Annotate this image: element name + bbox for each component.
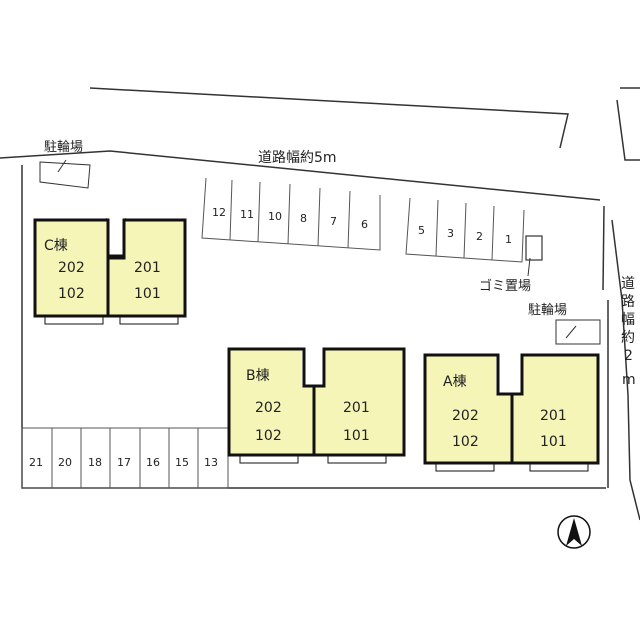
stall-17: 17: [117, 456, 131, 469]
stall-11: 11: [240, 208, 254, 221]
stall-2: 2: [476, 230, 483, 243]
road-far-edge: [89, 87, 569, 149]
leader-line: [565, 325, 577, 339]
unit: 102: [255, 428, 282, 444]
parking-bottom: [21, 427, 229, 489]
unit: 101: [343, 428, 370, 444]
garbage-label: ゴミ置場: [479, 278, 531, 294]
stall-10: 10: [268, 210, 282, 223]
parking-top-left: [201, 177, 381, 251]
building-a-name: A棟: [443, 374, 467, 390]
unit: 102: [58, 286, 85, 302]
bicycle-parking-nw: [39, 161, 91, 189]
site-east-edge-upper: [602, 205, 605, 291]
building-a: A棟 202 102 201 101: [423, 350, 600, 472]
road-near-edge: [0, 150, 601, 201]
unit: 201: [343, 400, 370, 416]
road-right-char: 道: [621, 276, 635, 292]
bicycle-parking-nw-label: 駐輪場: [44, 139, 83, 155]
bicycle-parking-e-label: 駐輪場: [528, 302, 567, 318]
unit: 101: [134, 286, 161, 302]
parking-top-right: [405, 197, 525, 263]
road-right-char: 幅: [621, 312, 635, 328]
unit: 201: [134, 260, 161, 276]
leader-line: [57, 159, 67, 173]
stall-1: 1: [505, 233, 512, 246]
bicycle-parking-e: [555, 319, 601, 345]
stall-7: 7: [330, 215, 337, 228]
road-right-char: 2: [624, 348, 633, 364]
road-right-edge: [611, 219, 640, 521]
stall-5: 5: [418, 224, 425, 237]
unit: 101: [540, 434, 567, 450]
north-arrow-icon: [557, 515, 591, 549]
stall-13: 13: [204, 456, 218, 469]
stall-21: 21: [29, 456, 43, 469]
building-c: C棟 202 102 201 101: [33, 214, 187, 325]
stall-8: 8: [300, 212, 307, 225]
road-corner-right: [616, 99, 640, 161]
stall-6: 6: [361, 218, 368, 231]
unit: 202: [452, 408, 479, 424]
garbage-area: [525, 235, 543, 261]
stall-15: 15: [175, 456, 189, 469]
road-right-label: 道 路 幅 約 2 m: [621, 276, 636, 388]
stall-18: 18: [88, 456, 102, 469]
building-c-name: C棟: [44, 238, 68, 254]
building-b: B棟 202 102 201 101: [227, 344, 406, 464]
road-right-char: 約: [621, 330, 635, 346]
stall-12: 12: [212, 206, 226, 219]
leader-line: [527, 257, 531, 277]
stall-3: 3: [447, 227, 454, 240]
unit: 202: [255, 400, 282, 416]
unit: 102: [452, 434, 479, 450]
road-lines: [0, 87, 640, 521]
road-top-label: 道路幅約5m: [258, 150, 337, 166]
unit: 201: [540, 408, 567, 424]
road-right-char: m: [622, 372, 636, 388]
stall-20: 20: [58, 456, 72, 469]
stall-16: 16: [146, 456, 160, 469]
road-right-char: 路: [621, 294, 635, 310]
building-b-name: B棟: [246, 368, 270, 384]
unit: 202: [58, 260, 85, 276]
